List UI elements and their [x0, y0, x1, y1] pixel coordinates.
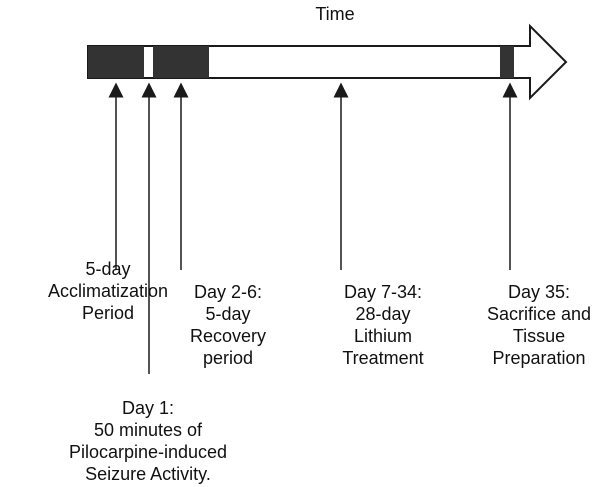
label-acclimatization: 5-day Acclimatization Period	[20, 258, 196, 324]
label-lithium-line2: 28-day	[355, 304, 411, 324]
label-lithium-line3: Lithium	[353, 326, 413, 346]
label-recovery-line4: period	[202, 348, 254, 368]
label-lithium-line1: Day 7-34:	[343, 282, 423, 302]
label-recovery-line2: 5-day	[205, 304, 251, 324]
label-recovery-line3: Recovery	[189, 326, 267, 346]
label-seizure-line4: Seizure Activity.	[85, 464, 211, 484]
label-seizure-line1: Day 1:	[121, 398, 175, 418]
label-recovery-line1: Day 2-6:	[193, 282, 263, 302]
label-lithium: Day 7-34: 28-day Lithium Treatment	[330, 281, 436, 369]
segment-acclimatization	[88, 46, 144, 78]
timeline-title: Time	[315, 4, 355, 24]
segment-sacrifice	[500, 46, 514, 78]
label-sacrifice-line3: Tissue	[512, 326, 566, 346]
label-acclimatization-line2: Acclimatization	[47, 281, 169, 301]
segment-recovery	[153, 46, 209, 78]
label-acclimatization-line3: Period	[81, 303, 135, 323]
label-recovery: Day 2-6: 5-day Recovery period	[176, 281, 280, 369]
label-acclimatization-line1: 5-day	[85, 259, 131, 279]
label-seizure: Day 1: 50 minutes of Pilocarpine-induced…	[50, 397, 246, 485]
label-sacrifice-line1: Day 35:	[507, 282, 571, 302]
label-sacrifice-line4: Preparation	[492, 348, 586, 368]
label-sacrifice-line2: Sacrifice and	[486, 304, 592, 324]
label-seizure-line3: Pilocarpine-induced	[68, 442, 228, 462]
label-seizure-line2: 50 minutes of	[93, 420, 203, 440]
label-lithium-line4: Treatment	[342, 348, 424, 368]
label-sacrifice: Day 35: Sacrifice and Tissue Preparation	[478, 281, 600, 369]
